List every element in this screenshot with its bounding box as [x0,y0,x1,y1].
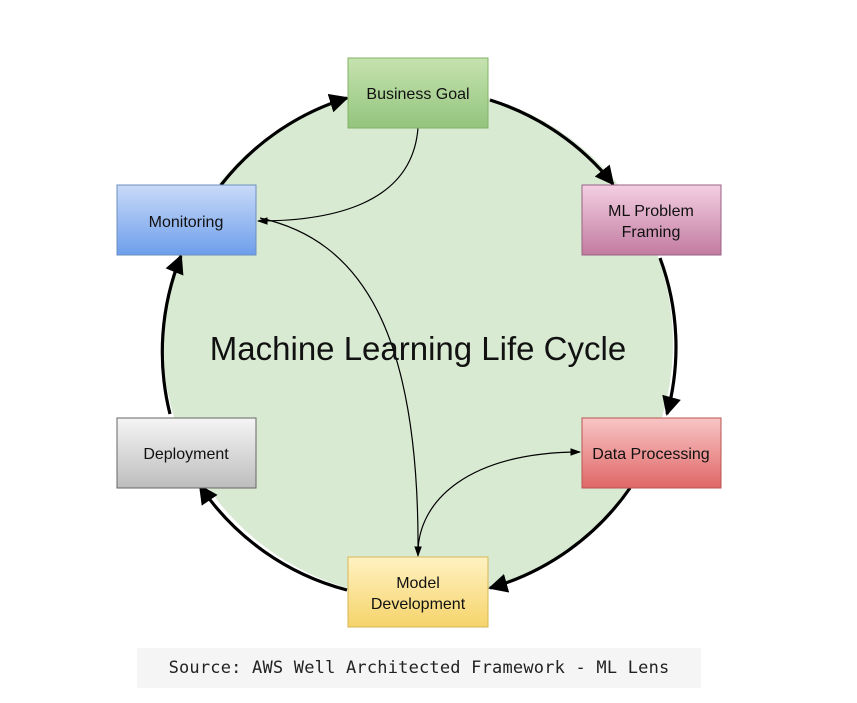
arc-monitoring-to-business-goal [219,93,349,186]
node-business-goal-label: Business Goal [366,86,469,103]
node-model-development-label-line2: Development [371,596,466,613]
node-model-development-label-line1: Model [396,575,440,592]
node-deployment: Deployment [116,417,257,489]
arc-business-goal-to-ml-problem-framing [489,98,615,186]
node-ml-problem-framing-label-line2: Framing [622,224,681,241]
node-ml-problem-framing-label-line1: ML Problem [608,203,694,220]
node-data-processing-label: Data Processing [592,446,709,463]
curve-monitoring-to-model-development [259,217,422,558]
arc-model-development-to-deployment [198,484,348,592]
node-monitoring: Monitoring [116,184,257,256]
node-model-development: Model Development [347,556,489,628]
node-ml-problem-framing: ML Problem Framing [581,184,722,256]
arc-ml-problem-framing-to-data-processing [658,257,681,416]
curve-model-development-to-data-processing [417,448,582,554]
curve-business-goal-to-monitoring [256,127,419,225]
source-caption: Source: AWS Well Architected Framework -… [137,648,701,688]
arc-data-processing-to-model-development [488,487,632,593]
node-deployment-label: Deployment [143,446,229,463]
node-data-processing: Data Processing [581,417,722,489]
diagram-title: Machine Learning Life Cycle [210,330,626,367]
node-business-goal: Business Goal [347,57,489,129]
lifecycle-circle [163,88,673,598]
node-monitoring-label: Monitoring [149,214,224,231]
arc-deployment-to-monitoring [160,254,184,415]
